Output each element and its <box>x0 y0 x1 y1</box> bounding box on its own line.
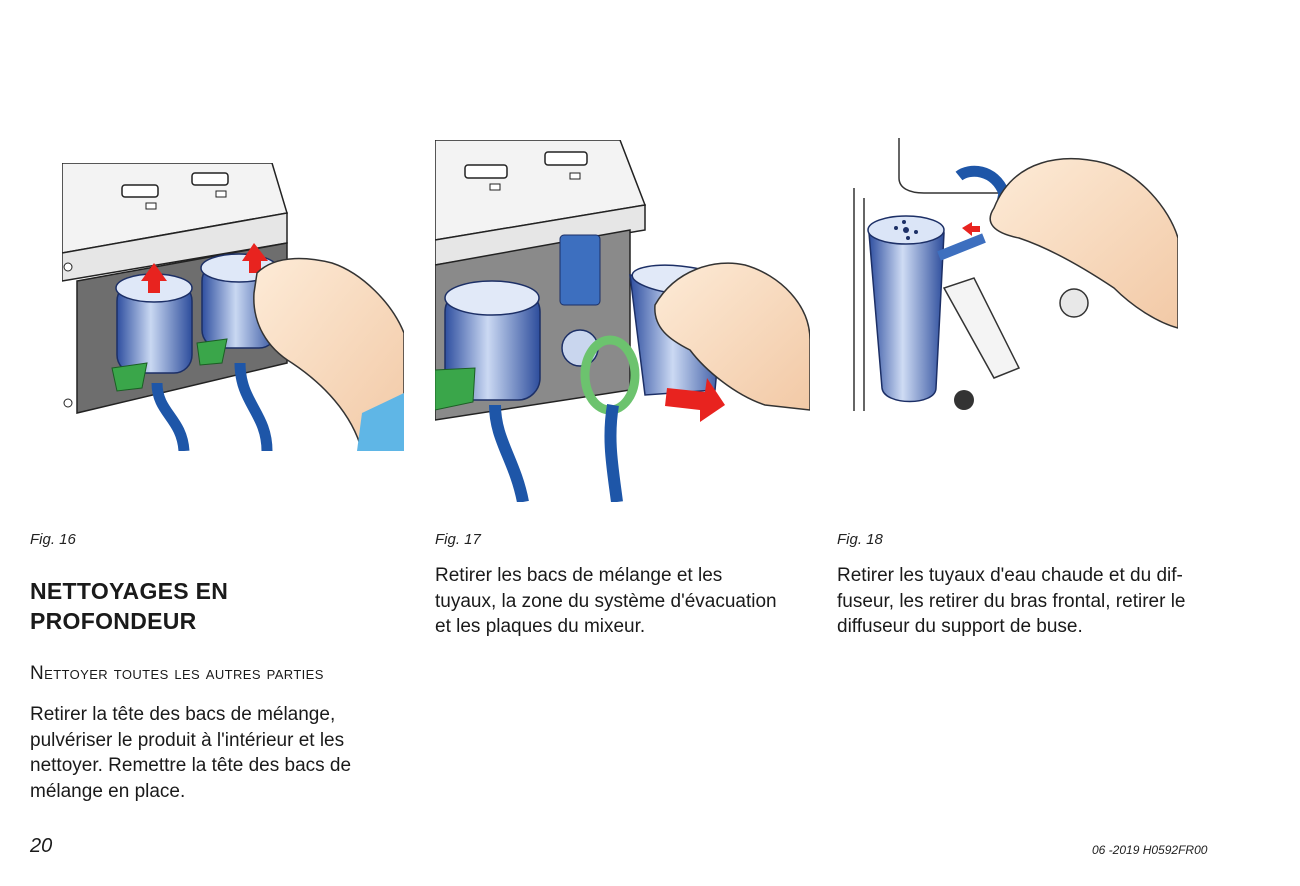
figure-18-illustration <box>844 138 1178 411</box>
fig18-line: diffuseur du support de buse. <box>837 616 1083 637</box>
body-line: mélange en place. <box>30 780 186 802</box>
page-number: 20 <box>30 835 53 857</box>
section-subtitle: Nettoyer toutes les autres parties <box>30 663 324 684</box>
document-reference: 06 -2019 H0592FR00 <box>1092 843 1208 857</box>
figure-17-text: Retirer les bacs de mélange et les tuyau… <box>435 563 825 640</box>
section-title: NETTOYAGES EN PROFONDEUR <box>30 576 228 636</box>
body-line: pulvériser le produit à l'intérieur et l… <box>30 729 345 751</box>
figure-17-illustration <box>435 140 810 502</box>
fig18-line: fuseur, les retirer du bras frontal, ret… <box>837 590 1186 612</box>
body-line: nettoyer. Remettre la tête des bacs de <box>30 755 352 776</box>
body-line: Retirer la tête des bacs de mélange, <box>30 704 336 725</box>
figure-18-text: Retirer les tuyaux d'eau chaude et du di… <box>837 563 1257 640</box>
figure-17-caption: Fig. 17 <box>435 531 481 548</box>
fig17-line: Retirer les bacs de mélange et les <box>435 565 723 586</box>
fig18-line: Retirer les tuyaux d'eau chaude et du di… <box>837 565 1183 586</box>
fig17-line: tuyaux, la zone du système d'évacuation <box>435 590 777 612</box>
figure-16-caption: Fig. 16 <box>30 531 76 548</box>
fig17-line: et les plaques du mixeur. <box>435 616 646 637</box>
figure-18-caption: Fig. 18 <box>837 531 883 548</box>
section-title-line-2: PROFONDEUR <box>30 608 197 634</box>
section-title-line-1: NETTOYAGES EN <box>30 578 229 604</box>
section-body: Retirer la tête des bacs de mélange, pul… <box>30 702 410 804</box>
figure-16-illustration <box>62 163 404 451</box>
